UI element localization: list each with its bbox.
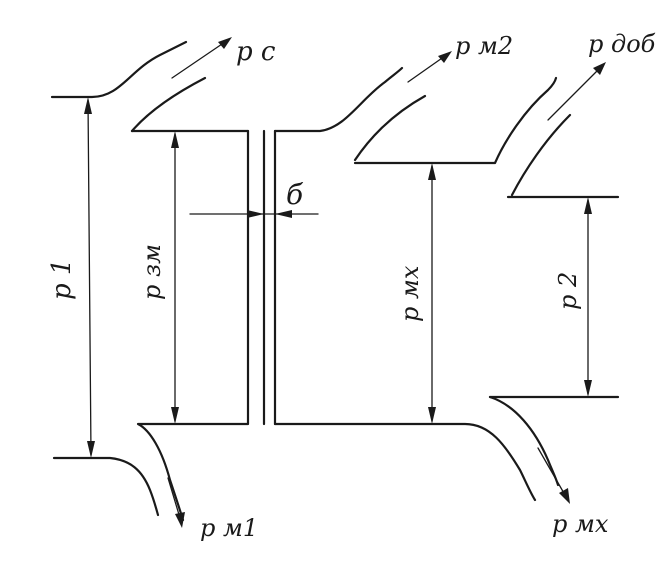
dimension-lines	[84, 97, 592, 458]
dim-pzm-top-head	[171, 131, 179, 148]
right-top-wall	[273, 66, 404, 133]
dim-pmx-bottom-head	[428, 407, 436, 424]
flow-arrow-pdob-line	[547, 67, 601, 121]
flow-arrow-pm2-line	[407, 55, 446, 83]
dim-b-right-head	[275, 210, 292, 218]
dim-b-left-head	[247, 210, 264, 218]
left-vertical-wall	[136, 129, 250, 522]
label-p-dob: p доб	[588, 30, 656, 58]
label-p-mx-bottom: p мх	[552, 510, 609, 538]
label-p-m2: p м2	[455, 32, 513, 60]
flow-arrow-pm1-line	[167, 477, 181, 519]
left-bottom-wall	[52, 456, 160, 517]
flow-arrow-pm2-head	[438, 51, 452, 63]
flow-arrow-pc-line	[171, 41, 226, 79]
dim-pmx-top-head	[428, 163, 436, 180]
dim-p1-bottom-head	[87, 441, 95, 458]
flow-arrow-pc-head	[218, 37, 232, 49]
dim-line-p1	[87, 99, 92, 456]
label-p-mx-side: p мх	[396, 265, 424, 322]
right-bottom-line	[273, 422, 537, 502]
dim-pzm-bottom-head	[171, 407, 179, 424]
flow-arrows	[167, 37, 606, 528]
left-chamber	[50, 40, 250, 522]
flow-arrow-pdob-head	[593, 62, 606, 75]
labels: p c p м2 p доб p 1 p зм б p мх p 2 p м1 …	[47, 30, 656, 542]
right-middle-line	[353, 76, 558, 165]
left-inner-nozzle-wall	[130, 76, 207, 133]
flow-arrow-pmx-head	[559, 488, 570, 504]
label-p2: p 2	[554, 272, 582, 310]
label-p-zm: p зм	[138, 244, 166, 300]
center-chamber	[262, 129, 277, 426]
label-p1: p 1	[47, 259, 77, 300]
far-right-nozzle-wall	[510, 113, 572, 197]
dim-p2-top-head	[584, 197, 592, 214]
label-p-c: p c	[236, 37, 276, 67]
flow-arrow-pmx-line	[537, 447, 566, 496]
label-b: б	[286, 178, 304, 211]
right-inner-nozzle-wall	[353, 94, 427, 162]
dim-p1-top-head	[84, 97, 92, 114]
flow-arrow-pm1-head	[175, 512, 185, 528]
dim-p2-bottom-head	[584, 380, 592, 397]
label-p-m1: p м1	[200, 514, 258, 542]
left-top-wall	[50, 40, 188, 99]
